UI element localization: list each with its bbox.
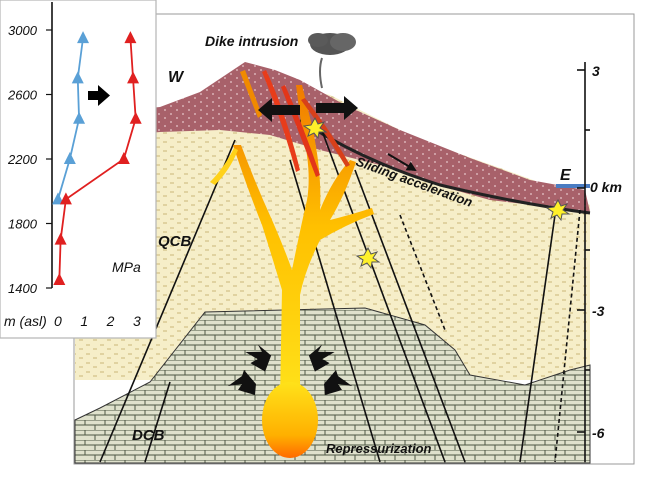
label-dike-intrusion: Dike intrusion — [205, 33, 298, 49]
inset-data-point — [53, 272, 66, 285]
inset-x-tick-label: 0 — [54, 313, 62, 329]
label-e: E — [560, 167, 572, 184]
sliding-arrow — [387, 153, 417, 172]
inset-data-point — [71, 71, 84, 84]
seismic-star — [355, 246, 381, 270]
sea-level-marker — [556, 184, 590, 188]
label-repressurization: Repressurization — [326, 441, 432, 456]
inset-y-tick-label: 3000 — [8, 23, 38, 38]
label-dcb: DCB — [132, 427, 165, 444]
pressure-arrows — [228, 344, 352, 395]
inset-data-point — [77, 31, 90, 44]
eruption-plume — [308, 33, 356, 89]
label-qcb: QCB — [158, 233, 192, 250]
seismic-events — [302, 116, 571, 270]
spreading-arrows — [258, 96, 358, 122]
depth-tick-3: 3 — [592, 63, 600, 79]
label-w: W — [168, 69, 185, 86]
depth-tick-0: 0 km — [590, 179, 622, 195]
depth-tick-minus3: -3 — [592, 303, 605, 319]
inset-y-tick-label: 2200 — [7, 152, 38, 167]
inset-data-point — [129, 111, 142, 124]
inset-frame — [0, 0, 157, 339]
inset-data-point — [73, 111, 86, 124]
inset-y-axis-label: m (asl) — [4, 313, 47, 329]
cross-section: 3 0 km -3 -6 Dike intrusion W E QCB DCB … — [73, 13, 635, 465]
depth-tick-minus6: -6 — [592, 425, 605, 441]
inset-y-tick-label: 1400 — [8, 281, 38, 296]
inset-data-point — [124, 31, 137, 44]
inset-series — [52, 31, 142, 285]
seismic-star — [302, 116, 328, 140]
inset-x-tick-label: 3 — [133, 313, 141, 329]
sliding-plane — [299, 118, 591, 215]
inset-data-point — [127, 71, 140, 84]
inset-data-point — [52, 192, 64, 205]
inset-x-tick-label: 2 — [106, 313, 115, 329]
pressure-inset: 3000 2600 2200 1800 1400 0 1 2 3 m (asl) MPa — [0, 0, 157, 339]
inset-data-point — [63, 152, 76, 164]
inset-data-point — [59, 192, 72, 205]
inset-x-tick-label: 1 — [80, 313, 88, 329]
inset-y-tick-label: 2600 — [7, 88, 38, 103]
magma-chamber — [262, 382, 318, 458]
inset-data-point — [54, 232, 67, 245]
inset-axes: 3000 2600 2200 1800 1400 0 1 2 3 — [7, 2, 141, 329]
inset-data-point — [117, 152, 130, 164]
inset-x-axis-label: MPa — [112, 259, 141, 275]
increase-arrow — [88, 85, 110, 106]
inset-y-tick-label: 1800 — [8, 217, 38, 232]
depth-scale — [577, 62, 590, 462]
seismic-star — [545, 198, 571, 222]
